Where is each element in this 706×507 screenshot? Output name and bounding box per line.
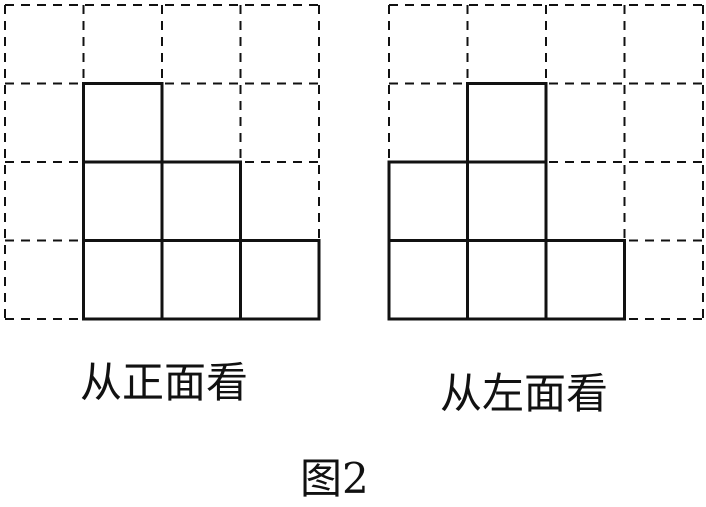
front-view-caption: 从正面看 <box>80 358 249 407</box>
view-square <box>466 239 548 321</box>
view-square <box>466 82 548 164</box>
figure-label: 图2 <box>300 454 369 503</box>
left-view-shape <box>387 82 626 321</box>
view-square <box>466 160 548 242</box>
view-square <box>160 239 242 321</box>
view-square <box>82 160 164 242</box>
view-square <box>160 160 242 242</box>
left-view-caption: 从左面看 <box>440 369 609 418</box>
view-square <box>82 82 164 164</box>
view-square <box>239 239 321 321</box>
view-square <box>82 239 164 321</box>
front-view-shape <box>82 82 321 321</box>
view-square <box>387 239 469 321</box>
view-square <box>544 239 626 321</box>
view-square <box>387 160 469 242</box>
